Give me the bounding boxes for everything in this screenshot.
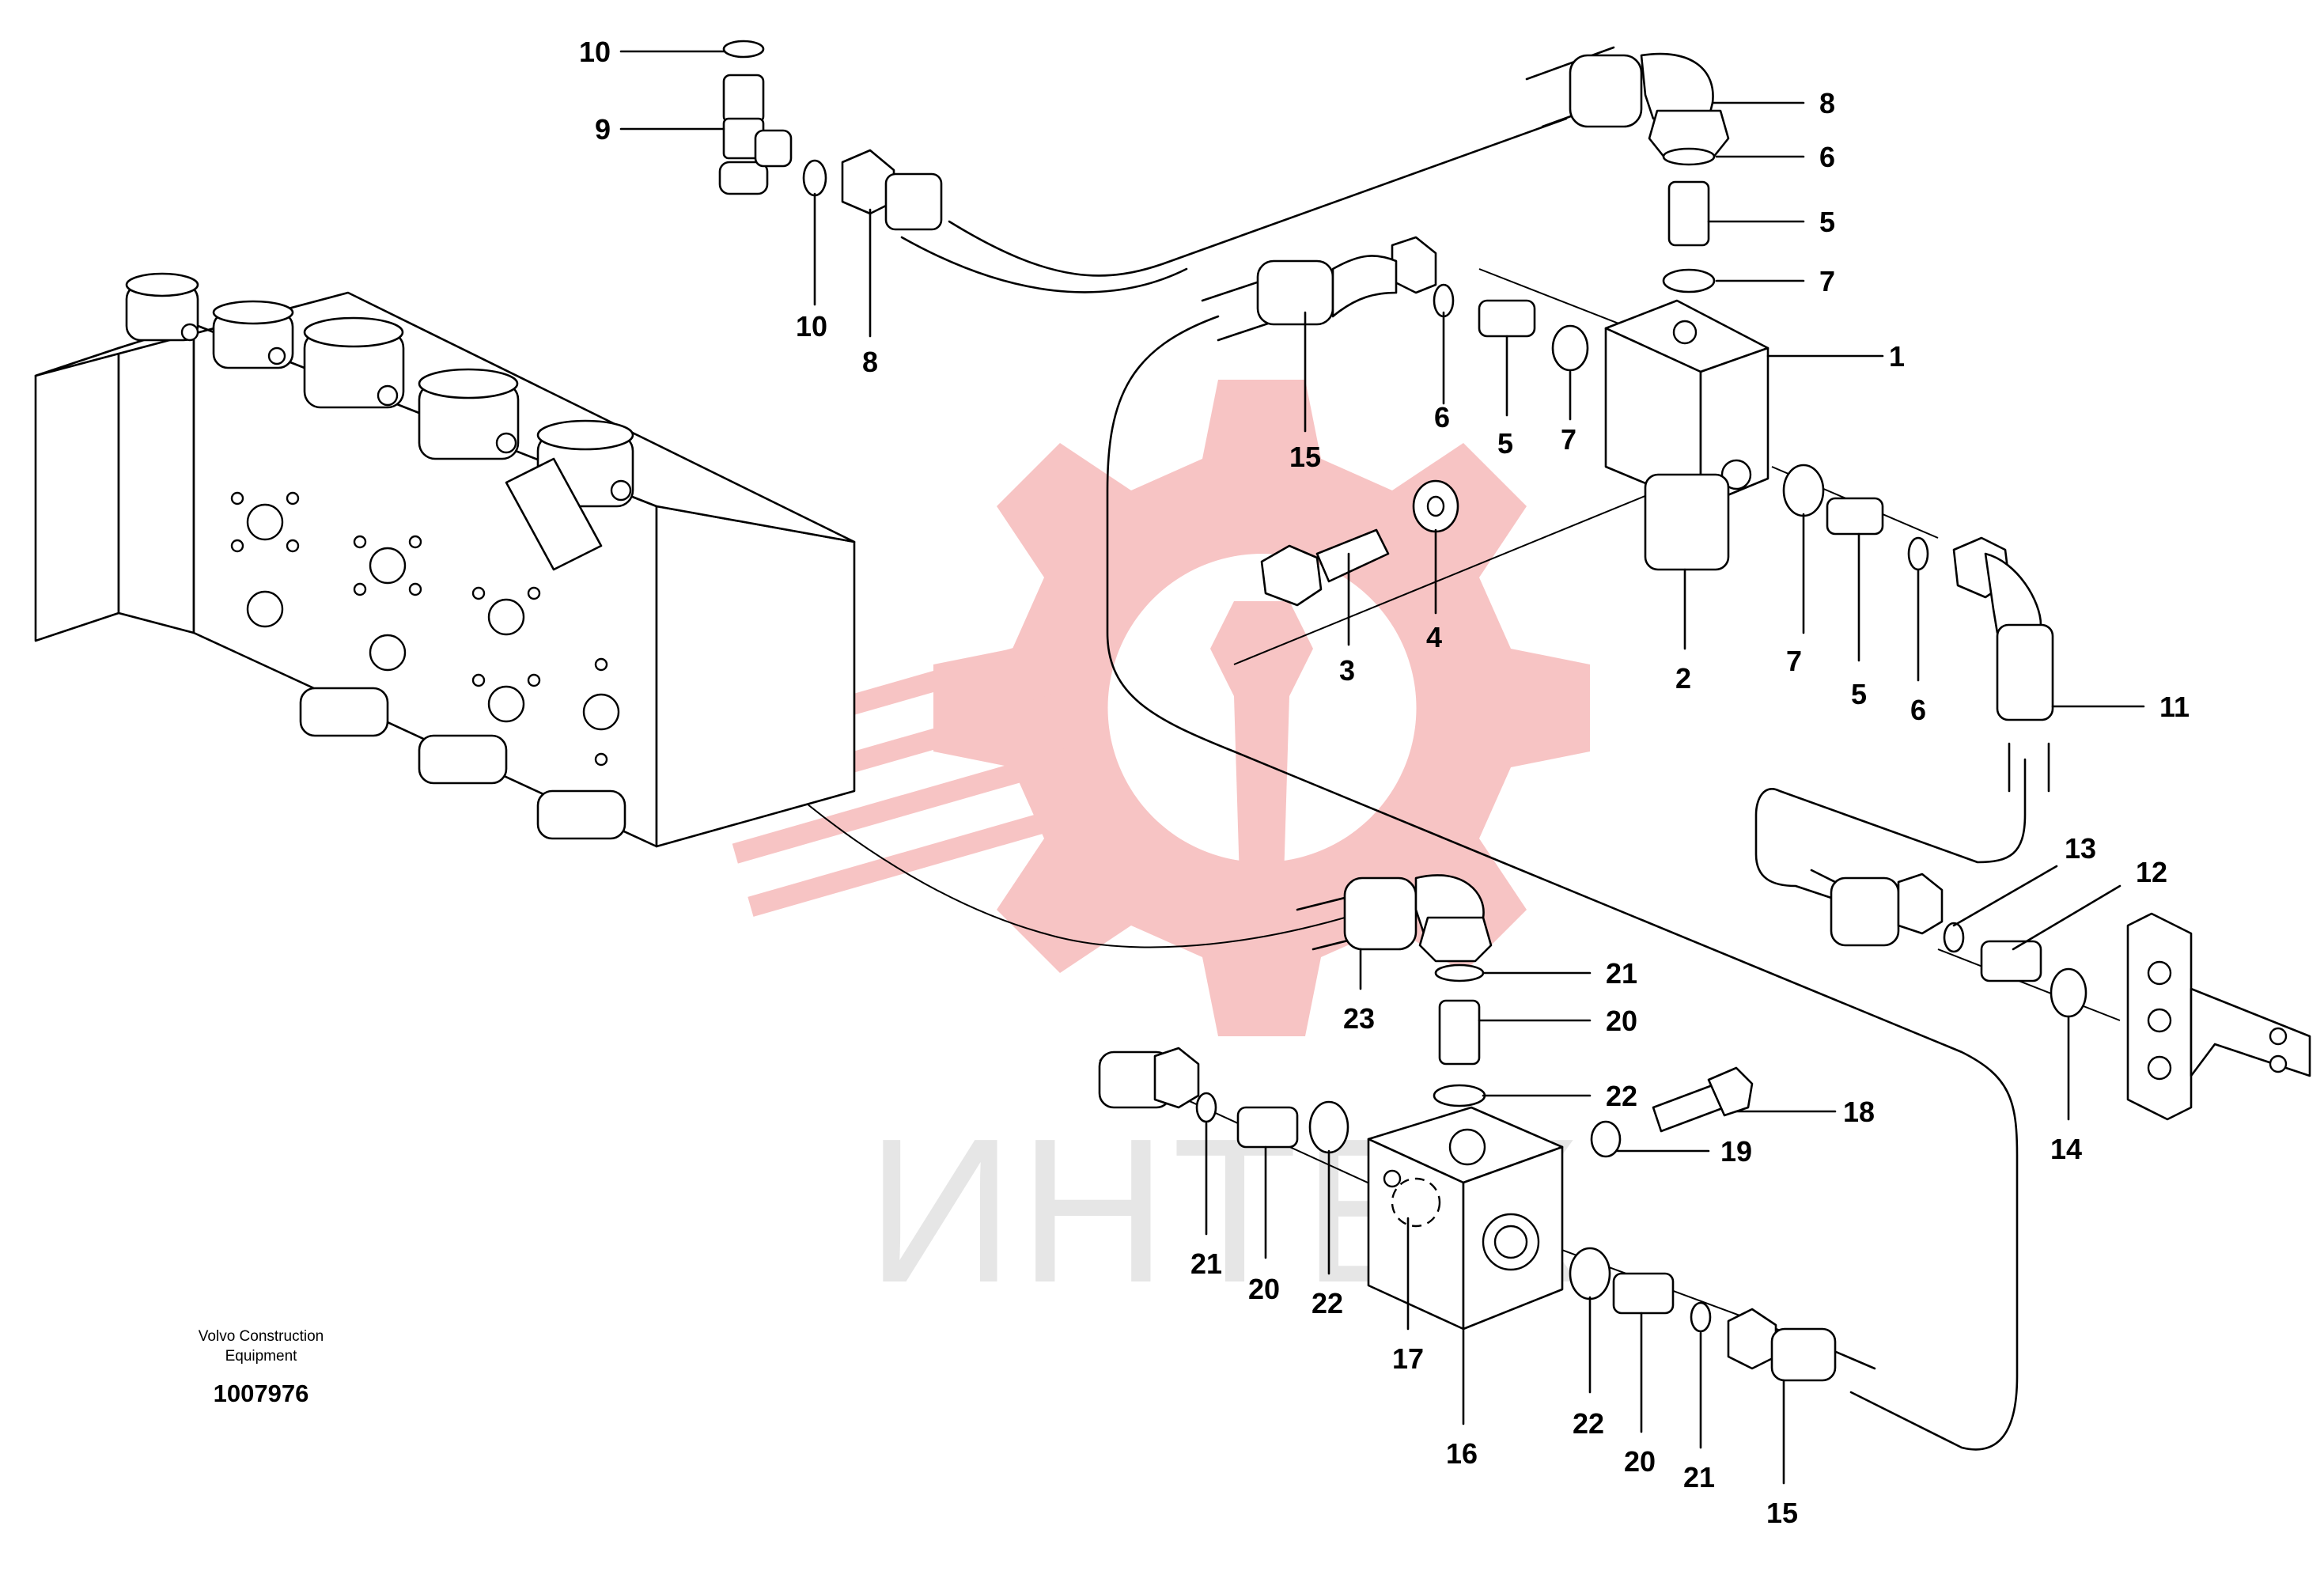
document-number: 1007976 — [214, 1380, 309, 1407]
callout-12: 12 — [2136, 856, 2167, 888]
callout-9: 9 — [595, 113, 611, 146]
callout-21-bottom: 21 — [1683, 1461, 1715, 1493]
callout-6-top: 6 — [1819, 141, 1835, 173]
callout-6-right: 6 — [1910, 694, 1926, 726]
callout-10-bottom: 10 — [796, 310, 827, 343]
callout-11: 11 — [2159, 691, 2190, 723]
callout-16: 16 — [1446, 1437, 1478, 1470]
callout-18: 18 — [1843, 1096, 1875, 1128]
control-valve-block — [34, 272, 856, 848]
mounting-bracket — [1830, 873, 2311, 1121]
callout-8-right: 8 — [1819, 87, 1835, 119]
manufacturer-line-2: Equipment — [225, 1348, 298, 1365]
callout-7-top: 7 — [1819, 265, 1835, 297]
callout-5-mid: 5 — [1497, 427, 1513, 460]
callout-13: 13 — [2065, 832, 2096, 865]
manufacturer-line-1: Volvo Construction — [199, 1328, 324, 1345]
callout-23: 23 — [1343, 1002, 1375, 1035]
callout-19: 19 — [1720, 1135, 1752, 1168]
callout-20-top: 20 — [1606, 1005, 1637, 1037]
callout-17: 17 — [1392, 1342, 1424, 1375]
callout-21-top: 21 — [1606, 957, 1637, 990]
callout-21-left: 21 — [1190, 1247, 1222, 1280]
callout-22-top: 22 — [1606, 1080, 1637, 1112]
callout-4: 4 — [1426, 621, 1442, 653]
callout-1: 1 — [1889, 340, 1905, 373]
callout-22-bottom: 22 — [1573, 1407, 1604, 1440]
callout-15-top: 15 — [1289, 441, 1321, 473]
callout-labels: 10 9 10 8 8 6 5 7 1 15 6 5 7 3 4 2 7 5 6… — [579, 36, 2190, 1529]
callout-22-left: 22 — [1312, 1287, 1343, 1319]
callout-6-mid: 6 — [1434, 401, 1450, 433]
callout-7-mid: 7 — [1561, 423, 1576, 456]
callout-15-bottom: 15 — [1766, 1497, 1798, 1529]
callout-5-right: 5 — [1851, 678, 1867, 710]
callout-20-left: 20 — [1248, 1273, 1280, 1305]
diagram-footer: Volvo Construction Equipment 1007976 — [199, 1328, 324, 1407]
elbow-fitting-23 — [1343, 874, 1493, 1107]
callout-20-bottom: 20 — [1624, 1445, 1656, 1478]
callout-3: 3 — [1339, 654, 1355, 687]
callout-10-top: 10 — [579, 36, 611, 68]
callout-8-left: 8 — [862, 346, 878, 378]
callout-leaders — [619, 50, 2145, 1485]
callout-2: 2 — [1675, 662, 1691, 695]
valve-ports — [230, 491, 620, 767]
callout-14: 14 — [2050, 1133, 2082, 1165]
tee-fitting-9 — [718, 40, 943, 231]
solenoid-caps — [125, 272, 634, 508]
elbow-fitting-8 — [1569, 52, 1730, 293]
filter-block-1 — [1256, 236, 2054, 721]
callout-7-right: 7 — [1786, 645, 1802, 677]
manifold-block-16 — [1098, 1047, 1837, 1382]
callout-5-top: 5 — [1819, 206, 1835, 238]
